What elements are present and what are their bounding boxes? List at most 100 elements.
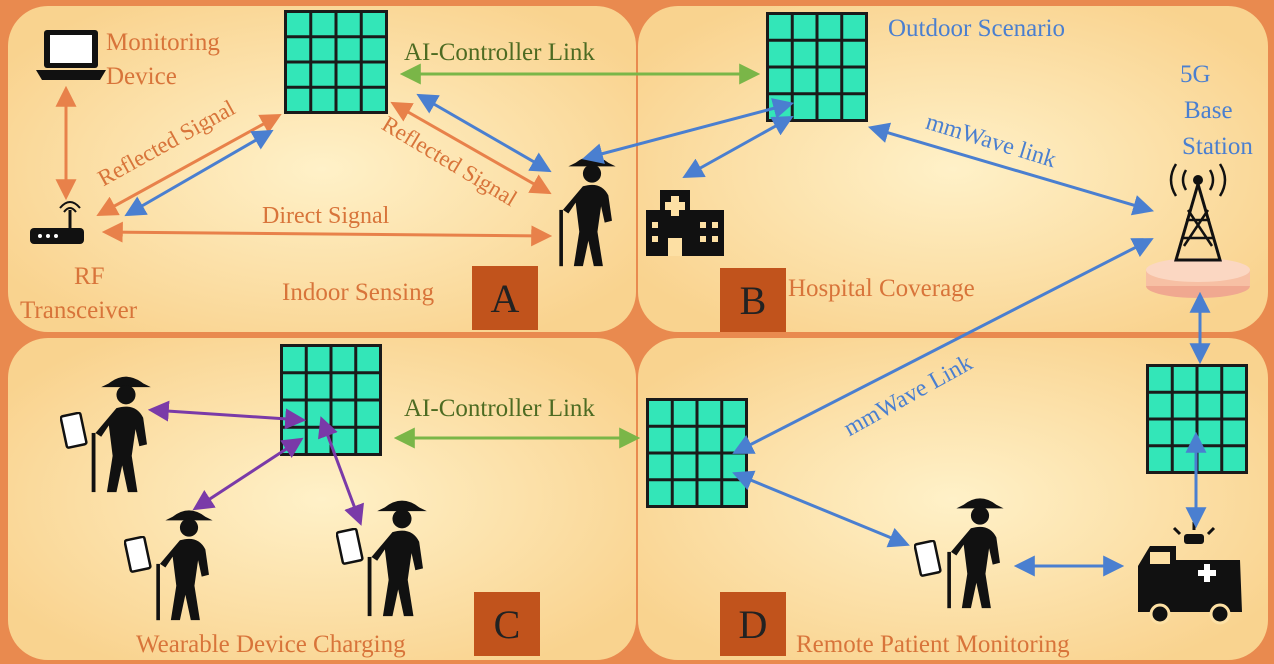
panel-c-badge: C <box>474 592 540 656</box>
ris-element <box>1149 420 1171 445</box>
mmwave-link-d-arrow <box>732 238 1154 454</box>
ris-element <box>1223 367 1245 391</box>
base-station-label-2: Base <box>1184 97 1233 124</box>
wpt-arrow-3 <box>318 416 364 526</box>
base-station-label-3: Station <box>1182 133 1253 160</box>
ris-element <box>357 428 379 453</box>
ris-element <box>649 427 671 452</box>
ris-element <box>312 13 335 36</box>
ris-element <box>332 347 355 372</box>
ris-element <box>362 13 385 36</box>
ris-element <box>287 88 310 111</box>
ris-element <box>843 41 865 66</box>
ris-element <box>362 88 385 111</box>
ris-element <box>332 374 355 399</box>
ris-element <box>769 41 791 66</box>
hospital-icon <box>646 190 724 256</box>
router-icon <box>30 201 84 244</box>
ris-element <box>1173 393 1196 418</box>
ris-element <box>1173 420 1196 445</box>
ris-element <box>818 95 841 119</box>
ris-panel-icon <box>284 10 388 114</box>
ris-element <box>332 428 355 453</box>
ris-element <box>362 63 385 86</box>
laptop-icon <box>36 30 106 80</box>
ris-element <box>287 38 310 61</box>
base-station-label-1: 5G <box>1180 61 1211 88</box>
panel-c-title: Wearable Device Charging <box>136 631 406 658</box>
panel-d-title: Remote Patient Monitoring <box>796 631 1070 658</box>
ris-element <box>723 401 745 425</box>
wpt-arrow-1 <box>147 400 307 430</box>
ris-element <box>1173 447 1196 471</box>
ris-element <box>673 401 696 425</box>
ris-element <box>843 15 865 39</box>
ris-element <box>793 68 816 93</box>
ris-element <box>357 347 379 372</box>
ris-element <box>307 401 330 426</box>
ris-element <box>1149 367 1171 391</box>
cell-tower-icon <box>1146 163 1250 298</box>
ris-element <box>1198 420 1221 445</box>
ris-element <box>1198 367 1221 391</box>
ris-element <box>337 38 360 61</box>
ris-element <box>843 95 865 119</box>
ris-element <box>312 88 335 111</box>
ris-element <box>1198 447 1221 471</box>
ris-element <box>1223 447 1245 471</box>
ris-element <box>1223 420 1245 445</box>
ris-element <box>698 454 721 479</box>
ris-element <box>287 63 310 86</box>
ris-element <box>649 454 671 479</box>
ris-element <box>769 68 791 93</box>
panel-b-title: Hospital Coverage <box>788 275 975 302</box>
ris-b-hospital-arrow <box>682 115 794 179</box>
ris-element <box>312 63 335 86</box>
ris-element <box>818 15 841 39</box>
ris-element <box>698 401 721 425</box>
ris-element <box>818 41 841 66</box>
ris-element <box>357 401 379 426</box>
ris-element <box>287 13 310 36</box>
ris-element <box>307 374 330 399</box>
ris-element <box>818 68 841 93</box>
ris-element <box>698 481 721 505</box>
ris-element <box>337 88 360 111</box>
ris-d-person-arrow <box>732 470 910 548</box>
ris-element <box>283 374 305 399</box>
ris-element <box>793 15 816 39</box>
ambulance-icon <box>1138 522 1242 625</box>
ris-element <box>283 401 305 426</box>
ris-element <box>723 481 745 505</box>
ris-element <box>1198 393 1221 418</box>
ris-element <box>673 481 696 505</box>
ris-element <box>649 401 671 425</box>
ris-element <box>673 427 696 452</box>
panel-a-badge: A <box>472 266 538 330</box>
ris-element <box>673 454 696 479</box>
ris-element <box>843 68 865 93</box>
mmwave-link-b-arrow <box>867 122 1155 216</box>
ris-element <box>769 15 791 39</box>
panel-d-badge: D <box>720 592 786 656</box>
ris-panel-icon <box>1146 364 1248 474</box>
panel-b-badge: B <box>720 268 786 332</box>
panel-a-title: Indoor Sensing <box>282 279 435 306</box>
ris-element <box>1173 367 1196 391</box>
ris-element <box>1223 393 1245 418</box>
ris-element <box>793 41 816 66</box>
wpt-arrow-2 <box>192 437 304 511</box>
panel-a <box>8 6 636 332</box>
outdoor-scenario-label: Outdoor Scenario <box>888 15 1066 42</box>
ris-element <box>337 13 360 36</box>
rf-transceiver-label-1: RF <box>74 263 105 290</box>
ris-router-blue-arrow <box>124 129 274 217</box>
ris-element <box>723 454 745 479</box>
monitoring-device-label-2: Device <box>106 63 177 90</box>
ris-element <box>362 38 385 61</box>
ris-element <box>698 427 721 452</box>
direct-signal-arrow <box>101 221 553 247</box>
ris-element <box>307 347 330 372</box>
ris-element <box>312 38 335 61</box>
